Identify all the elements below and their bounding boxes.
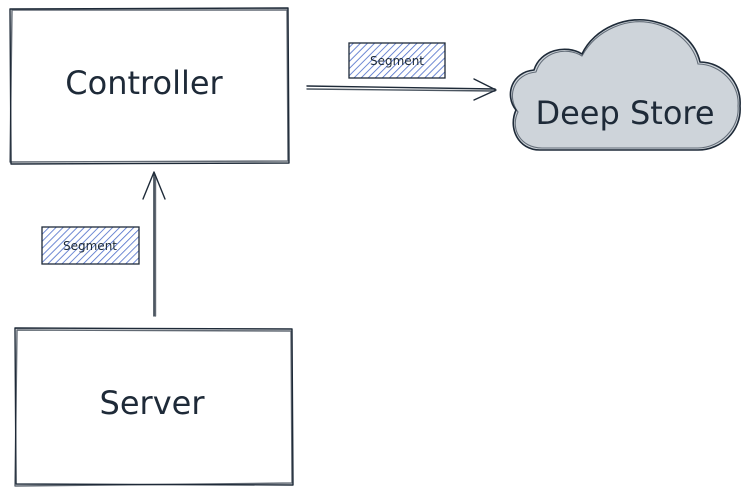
segment-tag-top: Segment <box>348 42 446 79</box>
server-node[interactable]: Server <box>14 327 294 487</box>
deep-store-node[interactable]: Deep Store <box>509 18 741 151</box>
server-label: Server <box>100 384 206 422</box>
deep-store-label: Deep Store <box>535 94 714 132</box>
segment-tag-left: Segment <box>41 226 140 265</box>
controller-node[interactable]: Controller <box>9 7 290 165</box>
server-to-controller-arrow <box>142 171 166 317</box>
controller-to-store-arrow <box>306 78 497 101</box>
segment-tag-left-label: Segment <box>63 239 117 253</box>
segment-tag-top-label: Segment <box>370 54 424 68</box>
controller-label: Controller <box>65 64 223 102</box>
